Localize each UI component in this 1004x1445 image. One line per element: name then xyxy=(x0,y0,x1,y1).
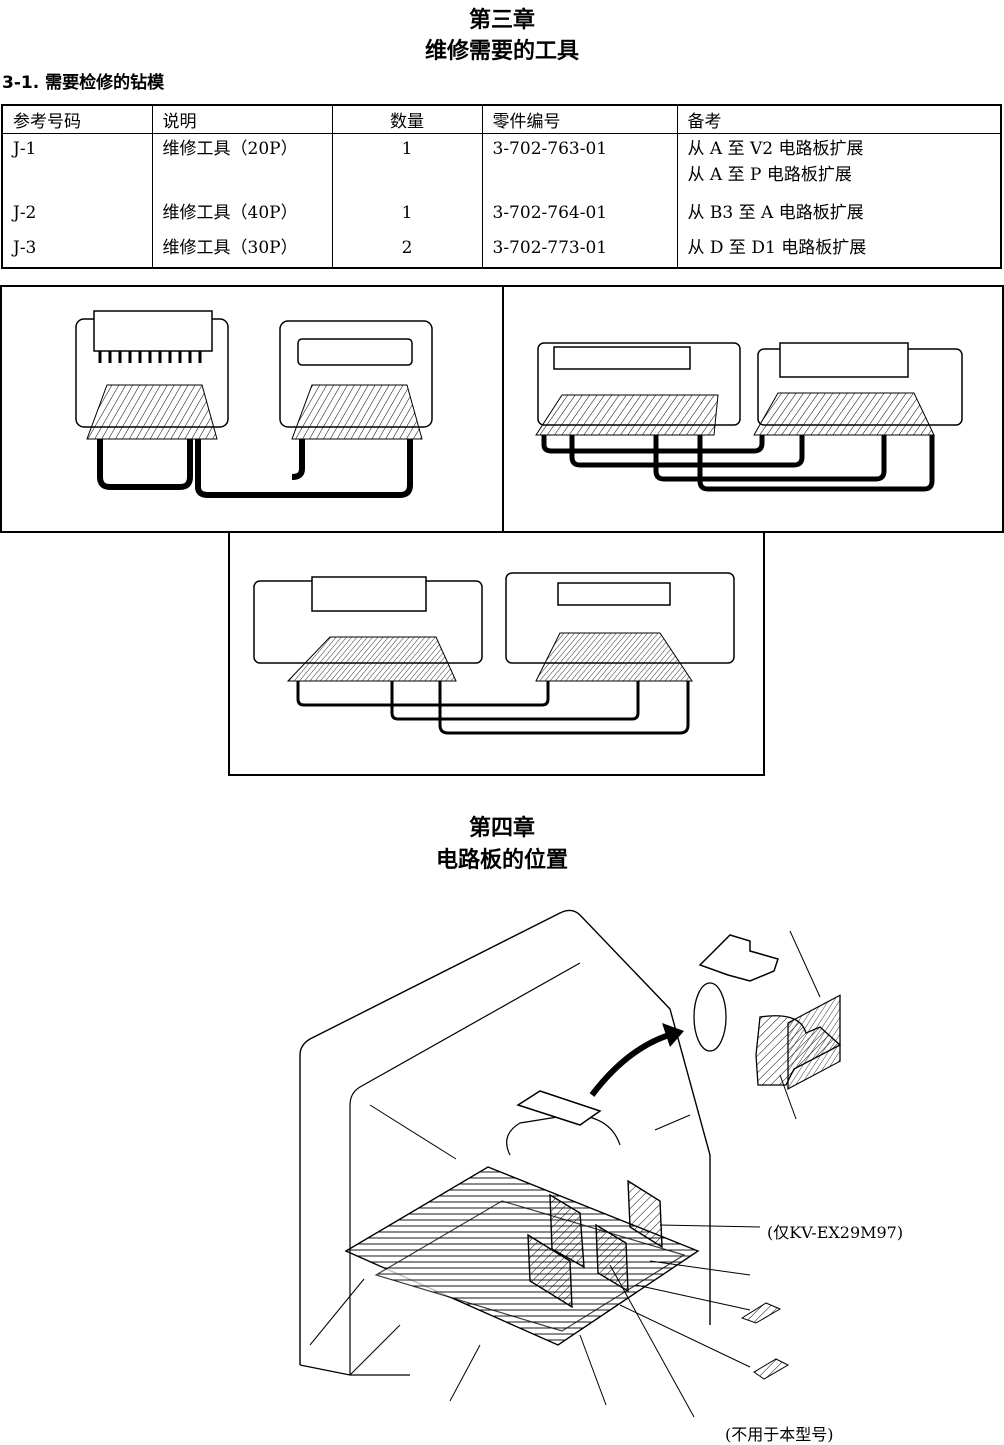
ribbon-cable-left xyxy=(286,636,457,682)
neck-board-small xyxy=(516,1090,602,1126)
small-board-1 xyxy=(740,1302,782,1324)
socket-connector-right xyxy=(557,582,671,606)
connector-pins-left xyxy=(98,351,202,363)
harness-wire-1 xyxy=(296,681,550,707)
jig-40p-drawing xyxy=(535,342,963,492)
socket-connector-right xyxy=(297,338,413,366)
socket-connector-left xyxy=(553,346,691,370)
chapter3-heading: 第三章 xyxy=(468,8,535,33)
jig-30p-drawing xyxy=(253,572,735,735)
ribbon-cable-right xyxy=(535,632,693,682)
cell-part: 3-702-764-01 xyxy=(481,198,678,233)
table-row: J-3 维修工具（30P） 2 3-702-773-01 从 D 至 D1 电路… xyxy=(1,232,1002,268)
table-row: J-1 维修工具（20P） 1 3-702-763-01 从 A 至 V2 电路… xyxy=(1,133,1002,199)
vertical-board-4 xyxy=(627,1179,663,1249)
edge-connector-left xyxy=(93,310,213,352)
harness-wire-1 xyxy=(97,439,193,490)
tv-chassis-board-location-drawing xyxy=(299,909,842,1418)
harness-wire-2 xyxy=(390,681,640,721)
leader-top xyxy=(789,930,821,998)
cell-remark: 从 D 至 D1 电路板扩展 xyxy=(676,232,1002,268)
section-title: 3-1. 需要检修的钻模 xyxy=(2,73,165,93)
cell-remark: 从 A 至 V2 电路板扩展 从 A 至 P 电路板扩展 xyxy=(676,133,1002,199)
cabinet-outline xyxy=(299,909,711,1365)
chapter4-title: 电路板的位置 xyxy=(435,848,568,873)
header-desc: 说明 xyxy=(151,104,333,134)
cell-ref: J-1 xyxy=(1,133,153,199)
cell-desc: 维修工具（40P） xyxy=(151,198,333,233)
ribbon-cable-left xyxy=(86,384,218,440)
cell-part: 3-702-763-01 xyxy=(481,133,678,199)
vertical-board-1 xyxy=(549,1193,585,1269)
callout-model-only: (仅KV-EX29M97) xyxy=(767,1223,904,1242)
header-ref: 参考号码 xyxy=(1,104,153,134)
harness-wire-2 xyxy=(569,435,805,468)
table-row: J-2 维修工具（40P） 1 3-702-764-01 从 B3 至 A 电路… xyxy=(1,198,1002,233)
cell-remark: 从 B3 至 A 电路板扩展 xyxy=(676,198,1002,233)
tools-table: 参考号码 说明 数量 零件编号 备考 J-1 维修工具（20P） 1 3-702… xyxy=(1,104,1002,269)
header-qty: 数量 xyxy=(331,104,483,134)
ribbon-cable-right xyxy=(753,392,935,436)
vertical-board-3 xyxy=(595,1223,629,1293)
harness-wire-3 xyxy=(291,439,305,480)
cell-part: 3-702-773-01 xyxy=(481,232,678,268)
table-header-row: 参考号码 说明 数量 零件编号 备考 xyxy=(1,104,1002,134)
deflection-board xyxy=(787,994,841,1090)
header-part: 零件编号 xyxy=(481,104,678,134)
harness-wire-4 xyxy=(697,435,935,492)
leader-cd xyxy=(779,1074,797,1120)
cell-qty: 1 xyxy=(331,133,483,199)
chapter3-title: 维修需要的工具 xyxy=(424,39,579,64)
cell-qty: 1 xyxy=(331,198,483,233)
cell-remark-line: 从 A 至 P 电路板扩展 xyxy=(687,165,852,185)
cell-desc: 维修工具（30P） xyxy=(151,232,333,268)
ribbon-cable-right xyxy=(291,384,423,440)
cell-desc: 维修工具（20P） xyxy=(151,133,333,199)
vertical-board-2 xyxy=(527,1233,573,1309)
small-board-2 xyxy=(753,1358,790,1380)
crt-neck xyxy=(506,1114,621,1156)
harness-wire-3 xyxy=(438,681,690,735)
cabinet-inner-edge xyxy=(349,962,581,1375)
harness-wire-2 xyxy=(195,439,413,498)
yoke-ring xyxy=(693,982,727,1052)
jig-illustration-20p xyxy=(0,285,504,533)
chapter4-heading: 第四章 xyxy=(468,816,535,841)
edge-connector-left xyxy=(311,576,427,612)
header-remark: 备考 xyxy=(676,104,1002,134)
explode-arrow xyxy=(589,1030,677,1097)
cell-ref: J-2 xyxy=(1,198,153,233)
jig-illustration-40p xyxy=(502,285,1004,533)
harness-wire-3 xyxy=(653,435,887,482)
jig-20p-drawing xyxy=(75,310,433,498)
neck-board-exploded xyxy=(698,934,779,982)
callout-not-used: (不用于本型号) xyxy=(725,1425,834,1444)
cell-ref: J-3 xyxy=(1,232,153,268)
jig-illustration-30p xyxy=(228,531,765,776)
ribbon-cable-left xyxy=(535,394,719,436)
harness-wire-1 xyxy=(541,435,765,454)
cell-qty: 2 xyxy=(331,232,483,268)
cell-remark-line: 从 A 至 V2 电路板扩展 xyxy=(687,139,864,159)
edge-connector-right xyxy=(779,342,909,378)
